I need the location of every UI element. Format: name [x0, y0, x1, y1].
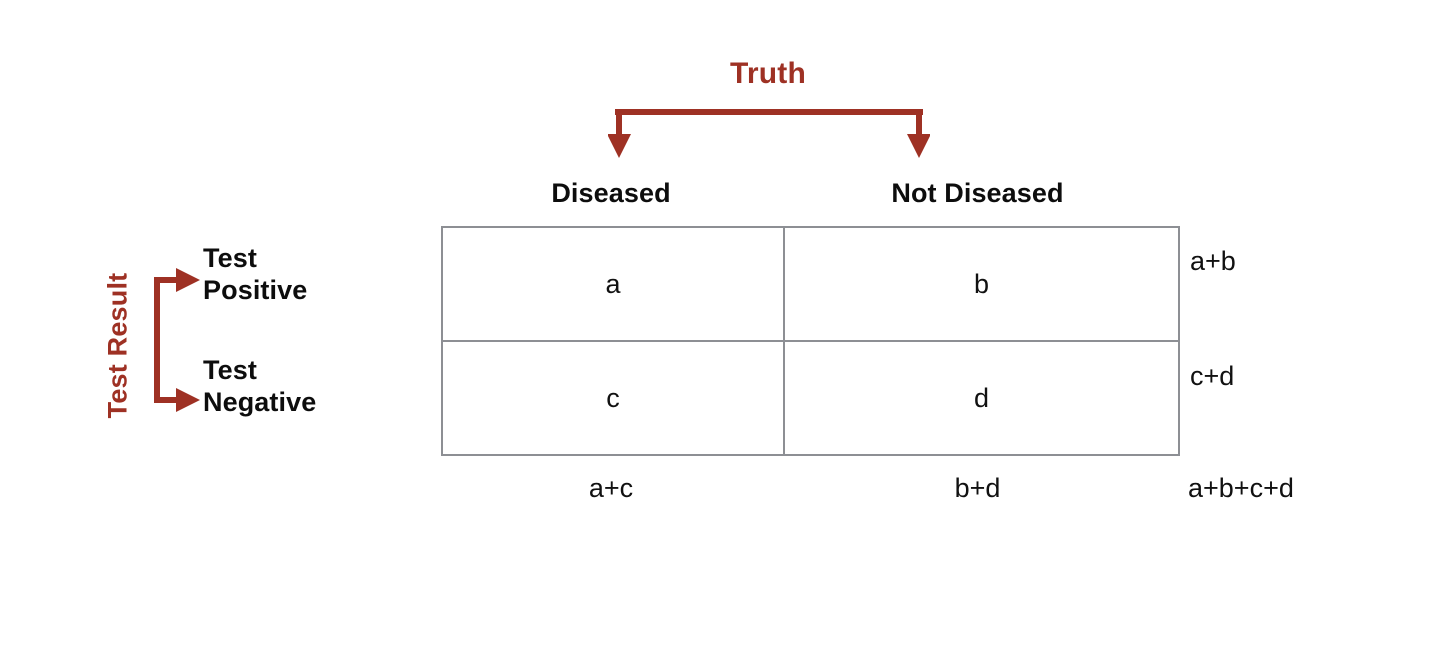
row-label-line2: Negative: [203, 386, 317, 417]
truth-bracket: [607, 100, 931, 162]
cell-true-negative: d: [783, 340, 1180, 456]
column-header-not-diseased: Not Diseased: [891, 178, 1064, 208]
cell-false-negative: c: [441, 340, 785, 456]
contingency-matrix: a b c d: [441, 226, 1180, 456]
row-label-line1: Test: [203, 243, 257, 273]
row-label-line2: Positive: [203, 274, 308, 305]
truth-group-label: Truth: [730, 57, 806, 90]
row-label-test-negative: Test Negative: [203, 355, 423, 419]
test-result-bracket: [146, 268, 202, 412]
right-split-arrow-bracket-icon: [154, 268, 200, 412]
test-result-group-label: Test Result: [102, 272, 133, 419]
column-header-diseased: Diseased: [551, 178, 671, 208]
table-row: a b: [441, 226, 1180, 342]
row-total-negative: c+d: [1190, 361, 1235, 391]
row-total-positive: a+b: [1190, 246, 1236, 276]
row-label-line1: Test: [203, 355, 257, 385]
cell-true-positive: a: [441, 226, 785, 342]
grand-total: a+b+c+d: [1188, 473, 1294, 503]
row-label-test-positive: Test Positive: [203, 243, 423, 307]
cell-false-positive: b: [783, 226, 1180, 342]
table-row: c d: [441, 340, 1180, 456]
column-total-not-diseased: b+d: [954, 473, 1001, 503]
column-total-diseased: a+c: [588, 473, 634, 503]
down-split-arrow-bracket-icon: [607, 109, 931, 158]
